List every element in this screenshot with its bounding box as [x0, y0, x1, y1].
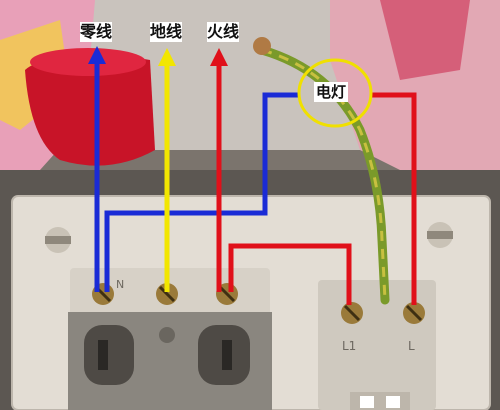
- terminal-mark-l: L: [408, 339, 415, 353]
- switch-module: [318, 280, 436, 410]
- outlet-socket-right-slot: [222, 340, 232, 370]
- fabric-right-pattern: [380, 0, 470, 80]
- switch-slot-area: [350, 392, 410, 410]
- neutral-arrowhead: [88, 46, 106, 64]
- ground-arrowhead: [158, 48, 176, 66]
- outlet-socket-left: [84, 325, 134, 385]
- ground-wire-label: 地线: [150, 22, 183, 42]
- mount-screw-right-slot: [427, 231, 453, 239]
- switch-slot-right: [386, 396, 400, 408]
- terminal-mark-n: N: [116, 278, 124, 291]
- ground-symbol: [159, 327, 175, 343]
- terminal-screw-ground-slot: [158, 285, 176, 303]
- lamp-label: 电灯: [314, 82, 349, 102]
- red-cup-rim: [30, 48, 146, 76]
- terminal-screw-l1-slot: [343, 304, 361, 322]
- terminal-mark-l1: L1: [342, 339, 356, 353]
- wall-plate-edge: [11, 195, 491, 410]
- wire-copper-tip: [253, 37, 271, 55]
- ground-wire-photo-stripe: [261, 48, 387, 301]
- outlet-socket-left-slot: [98, 340, 108, 370]
- mount-screw-left-slot: [45, 236, 71, 244]
- neutral-wire-label: 零线: [80, 22, 113, 42]
- lamp-wire-to-l: [372, 92, 417, 305]
- live-arrowhead: [210, 48, 228, 66]
- switch-slot-left: [360, 396, 374, 408]
- red-cup: [25, 55, 155, 166]
- terminal-screw-l-slot: [405, 304, 423, 322]
- neutral-wire-to-lamp: [104, 92, 300, 292]
- lamp-circle: [297, 58, 373, 128]
- live-wire-to-l1: [228, 243, 352, 305]
- terminal-screw-live-slot: [218, 285, 236, 303]
- live-wire-label: 火线: [207, 22, 240, 42]
- wire-annotations: [88, 46, 417, 305]
